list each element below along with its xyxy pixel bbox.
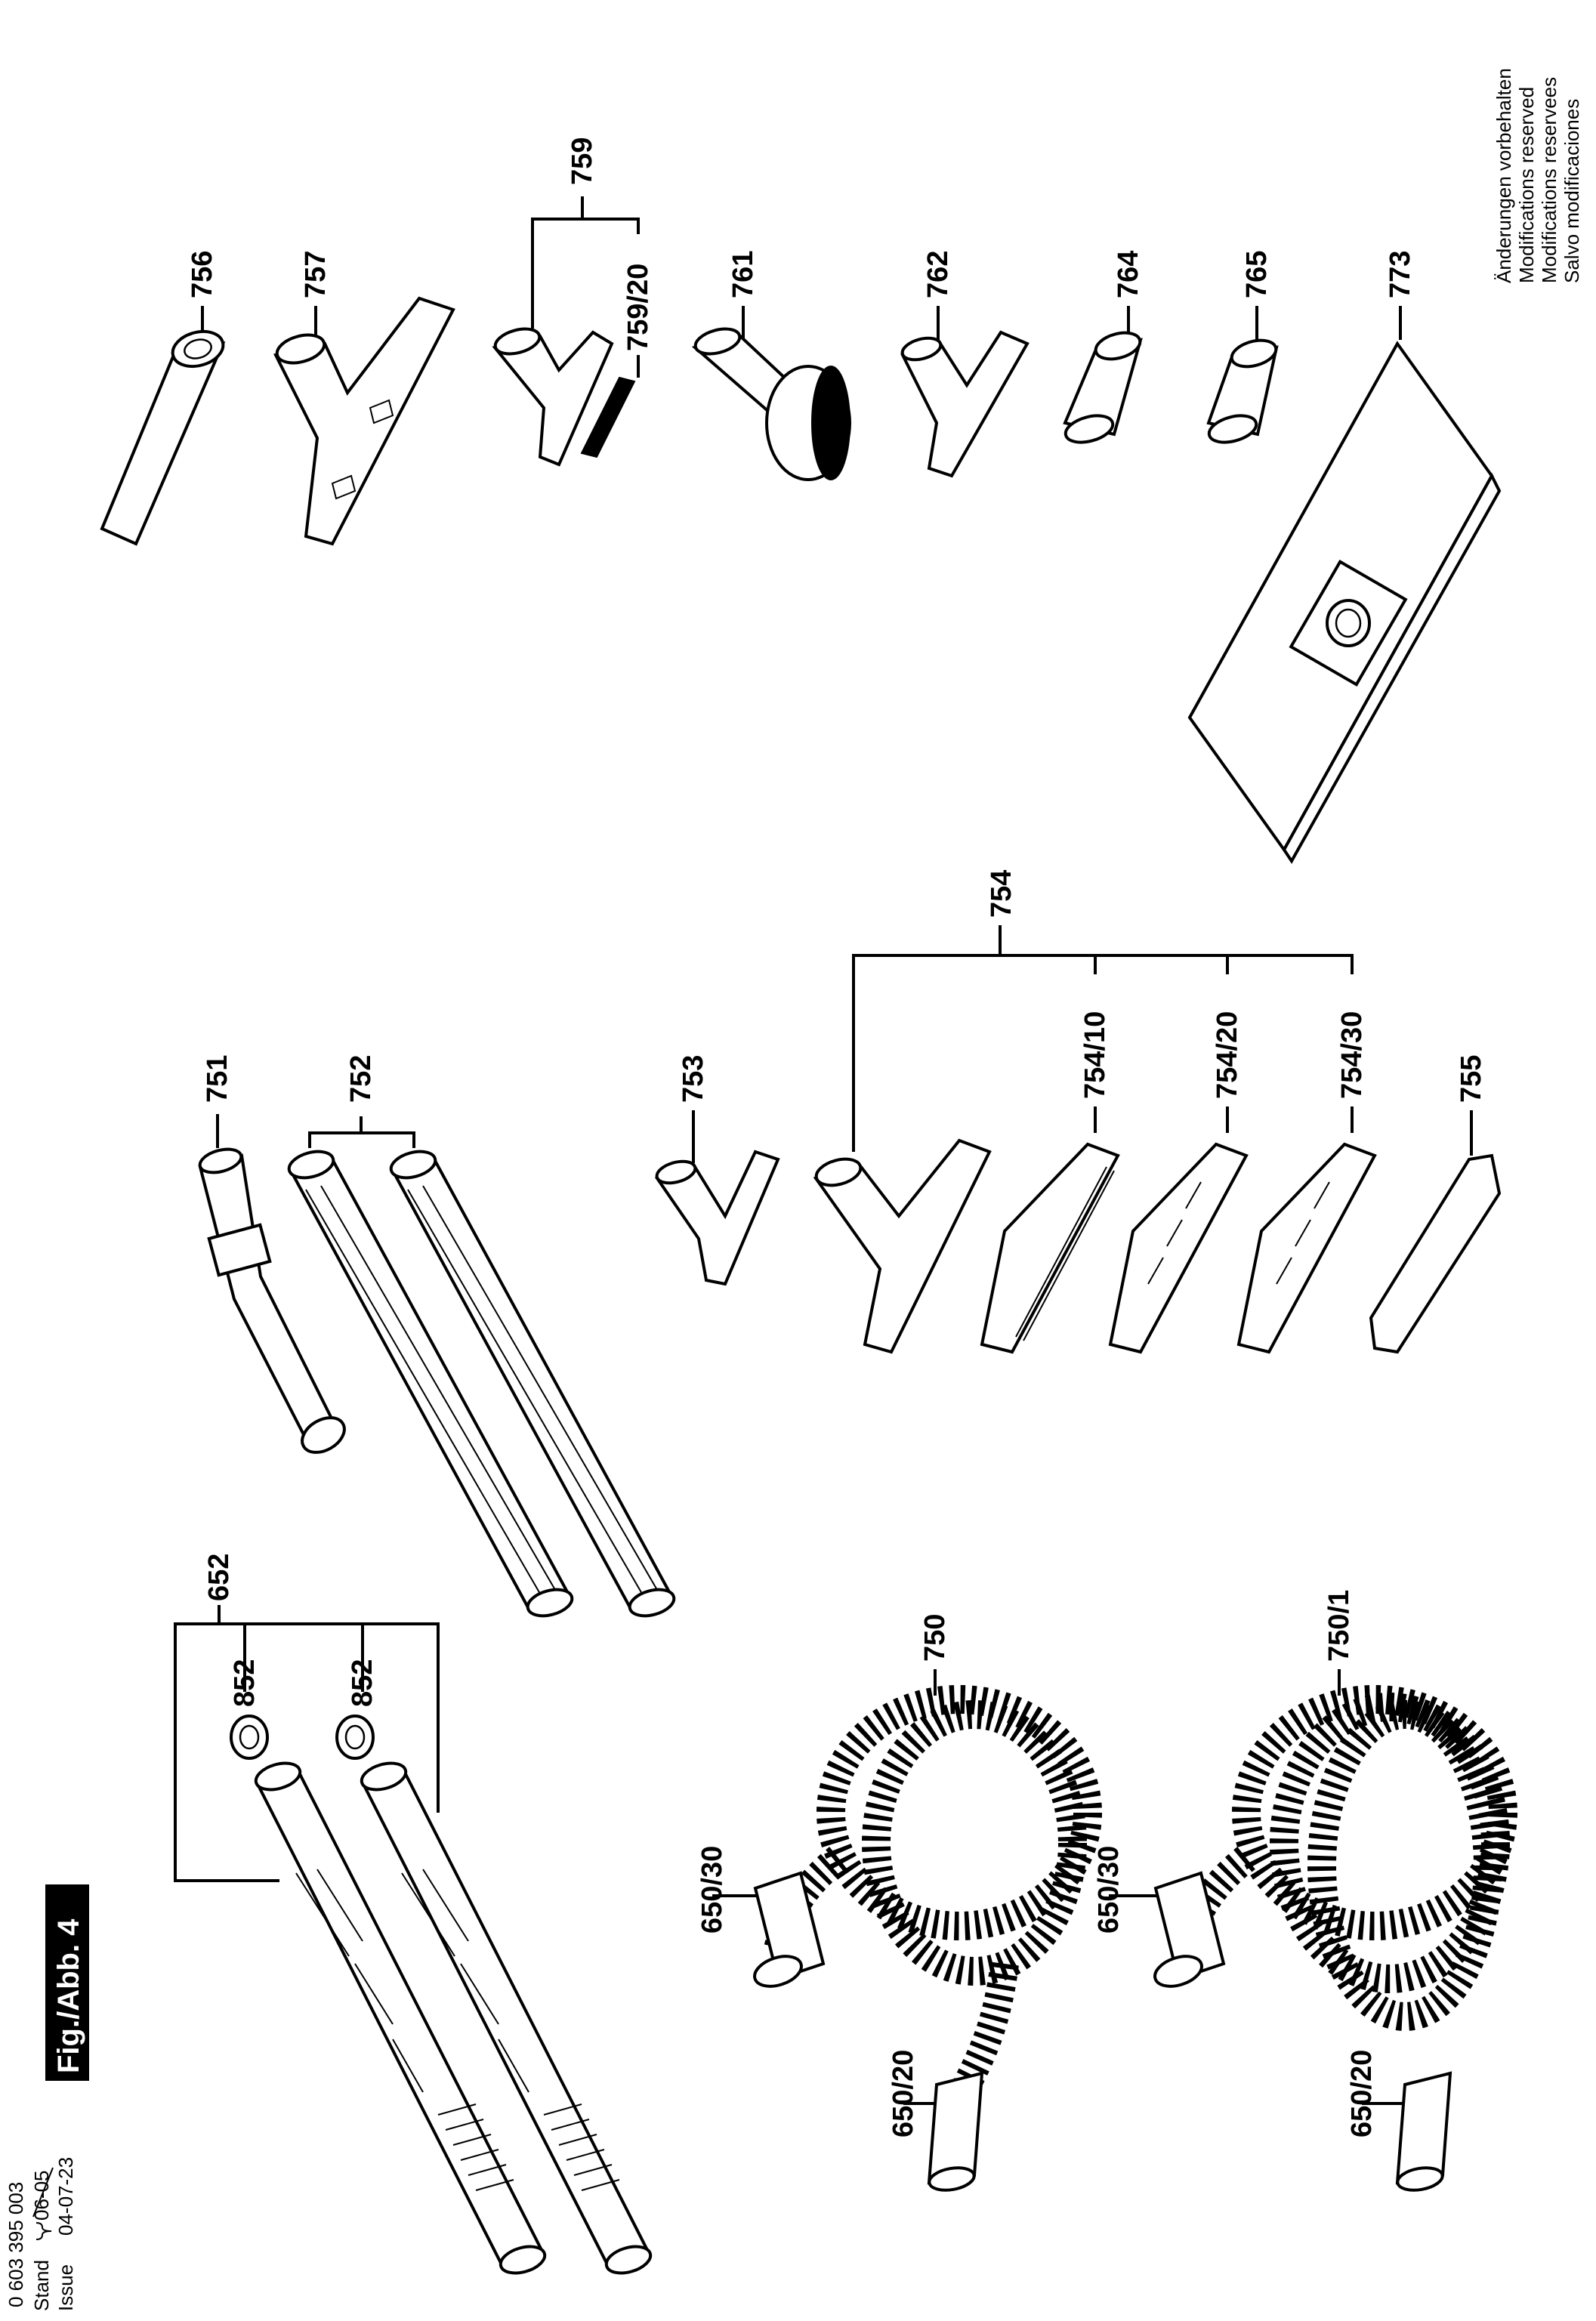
group-762: 762 [900,251,1030,478]
label-773: 773 [1385,251,1416,298]
issue-label: Issue [54,2264,77,2311]
hose-cuff-650-20-a [927,2071,984,2185]
hose-cuff-650-30-b [1153,1871,1226,1981]
group-652: 652 852 852 [174,1554,653,2275]
label-753: 753 [678,1055,709,1103]
floor-nozzle-757 [273,296,455,546]
label-752: 752 [345,1055,377,1103]
group-761: 761 [691,251,851,481]
nozzle-753 [654,1150,780,1286]
hose-750-1 [1172,1685,1517,2031]
label-754-10: 754/10 [1079,1011,1111,1099]
change-notice: Änderungen vorbehalten Modifications res… [1493,68,1583,283]
figure-label-box: Fig./Abb. 4 [45,1884,89,2081]
hose-cuff-650-30-a [753,1871,826,1981]
figure-label: Fig./Abb. 4 [52,1918,85,2073]
nozzle-762 [900,330,1030,478]
group-757: 757 [273,251,455,546]
group-752: 752 [287,1055,676,1618]
label-759: 759 [566,137,598,185]
label-755: 755 [1456,1055,1487,1103]
tube-752-a [287,1150,574,1618]
label-652: 652 [203,1554,235,1601]
label-750-1: 750/1 [1323,1590,1355,1662]
extension-tube-a [254,1761,547,2275]
label-650-20-a: 650/20 [888,2050,919,2137]
group-751: 751 [198,1055,346,1454]
label-852-b: 852 [347,1659,378,1707]
notice-line-de: Änderungen vorbehalten [1493,68,1515,283]
brush-strip-759-20 [580,376,636,458]
old-date-strike [32,2167,54,2218]
hose-750 [764,1685,1102,2091]
label-762: 762 [922,251,954,298]
label-754-20: 754/20 [1212,1011,1243,1099]
label-764: 764 [1113,251,1144,298]
label-754-30: 754/30 [1336,1011,1368,1099]
hose-cuff-650-20-b [1395,2071,1452,2185]
group-755: 755 [1369,1055,1502,1354]
upholstery-nozzle-759 [492,330,614,467]
date-brace [36,2222,52,2240]
group-753: 753 [654,1055,780,1286]
notice-line-fr: Modifications reservees [1538,77,1560,283]
crevice-tool-755 [1369,1153,1502,1354]
label-761: 761 [727,251,759,298]
group-756: 756 [100,251,226,546]
group-764: 764 [1063,251,1144,444]
group-773: 773 [1187,251,1502,864]
label-754: 754 [986,870,1017,918]
stand-label: Stand [30,2260,53,2311]
group-765: 765 [1206,251,1279,444]
issue-date: 04-07-23 [54,2157,77,2236]
doc-number: 0 603 395 003 [5,2182,27,2307]
group-750: 750 650/30 650/20 [696,1614,1102,2192]
label-852-a: 852 [229,1659,261,1707]
label-765: 765 [1241,251,1273,298]
label-650-30-a: 650/30 [696,1846,728,1934]
tube-752-b [389,1150,676,1618]
label-750: 750 [919,1614,951,1662]
label-756: 756 [187,251,218,298]
label-751: 751 [202,1055,233,1103]
notice-line-en: Modifications reserved [1515,87,1538,283]
group-754: 754 754/10 754/20 754/30 [813,870,1377,1354]
label-650-20-b: 650/20 [1346,2050,1378,2137]
group-750-1: 750/1 650/30 650/20 [1093,1590,1517,2192]
document-header: 0 603 395 003 Stand Issue 06-05 04-07-23 [5,2157,77,2311]
insert-754-20 [1108,1142,1249,1354]
label-757: 757 [300,251,332,298]
extension-tube-b [360,1761,653,2275]
group-759: 759 759/20 [492,137,654,467]
label-759-20: 759/20 [622,264,654,351]
label-650-30-b: 650/30 [1093,1846,1125,1934]
crevice-nozzle-756 [100,341,226,546]
insert-754-10 [980,1142,1120,1354]
floor-nozzle-754 [813,1138,992,1354]
bracket-652 [174,1622,440,1882]
insert-754-30 [1236,1142,1377,1354]
notice-line-es: Salvo modificaciones [1560,99,1583,283]
